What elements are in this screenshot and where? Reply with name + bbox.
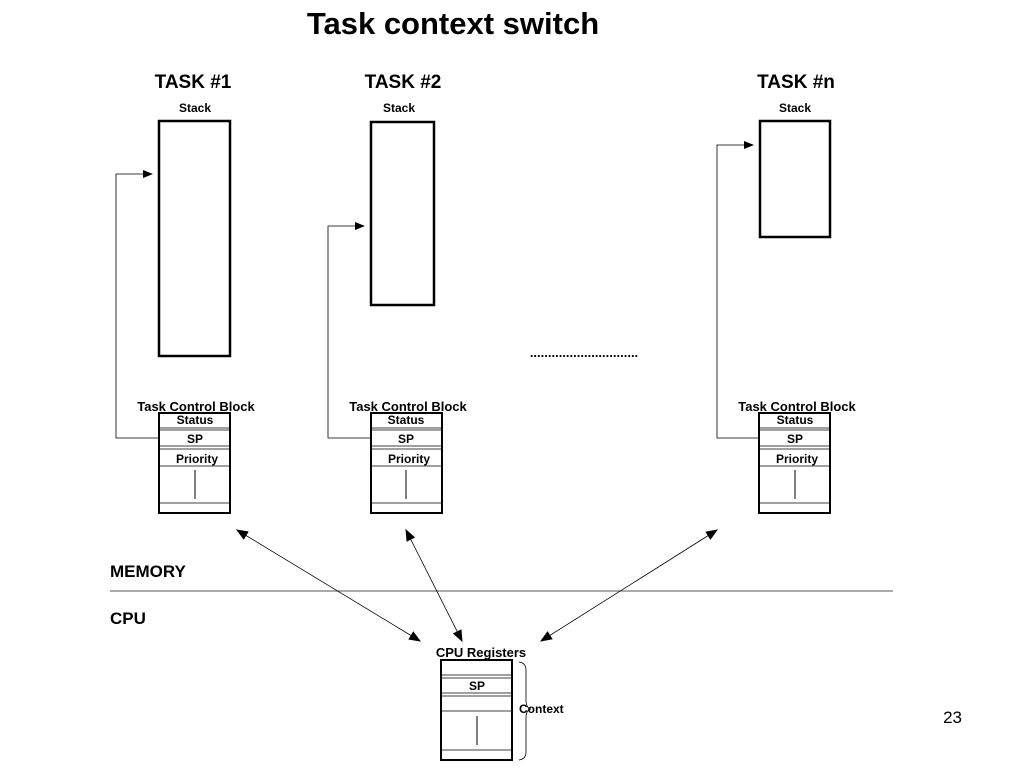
task-2-stack — [369, 120, 436, 307]
cpu-label: CPU — [110, 609, 146, 628]
task-1: TASK #1 Stack Task Control Block Status … — [115, 72, 256, 514]
slide-title: Task context switch — [306, 6, 600, 41]
task-1-tcb: Status SP Priority — [158, 412, 231, 514]
task-2-stack-label: Stack — [383, 101, 415, 115]
task-n-stack — [758, 119, 832, 239]
cpu-registers-label: CPU Registers — [436, 645, 526, 660]
task-1-context-arrow — [235, 529, 422, 642]
task-2-sp-pointer-arrow — [327, 222, 371, 439]
task-1-status-field: Status — [177, 413, 214, 427]
task-1-stack — [157, 119, 232, 358]
task-2-tcb-label: Task Control Block — [349, 399, 467, 414]
task-n-sp-field: SP — [787, 432, 803, 446]
task-n-priority-field: Priority — [776, 452, 818, 466]
page-number: 23 — [943, 708, 962, 727]
task-n-context-arrow — [539, 529, 719, 642]
task-n-status-field: Status — [777, 413, 814, 427]
task-2-status-field: Status — [388, 413, 425, 427]
task-2: TASK #2 Stack Task Control Block Status … — [327, 72, 468, 514]
task-1-tcb-label: Task Control Block — [137, 399, 255, 414]
memory-label: MEMORY — [110, 562, 187, 581]
task-n-sp-pointer-arrow — [716, 141, 759, 439]
task-2-context-arrow — [405, 528, 463, 643]
context-label: Context — [519, 702, 564, 716]
cpu-sp-register: SP — [469, 679, 485, 693]
task-n-title: TASK #n — [757, 72, 835, 93]
task-1-title: TASK #1 — [155, 72, 232, 93]
task-1-sp-field: SP — [187, 432, 203, 446]
task-1-priority-field: Priority — [176, 452, 218, 466]
task-n-tcb: Status SP Priority — [758, 412, 831, 514]
context-brace — [518, 661, 532, 761]
more-tasks-ellipsis: .............................. — [530, 345, 638, 360]
task-n-stack-label: Stack — [779, 101, 811, 115]
task-1-stack-label: Stack — [179, 101, 211, 115]
task-n: TASK #n Stack Task Control Block Status … — [716, 72, 857, 514]
task-n-tcb-label: Task Control Block — [738, 399, 856, 414]
task-2-priority-field: Priority — [388, 452, 430, 466]
task-2-sp-field: SP — [398, 432, 414, 446]
cpu-registers: CPU Registers SP Context — [436, 645, 564, 761]
task-2-title: TASK #2 — [365, 72, 442, 93]
task-2-tcb: Status SP Priority — [370, 412, 443, 514]
task-1-sp-pointer-arrow — [115, 170, 159, 439]
